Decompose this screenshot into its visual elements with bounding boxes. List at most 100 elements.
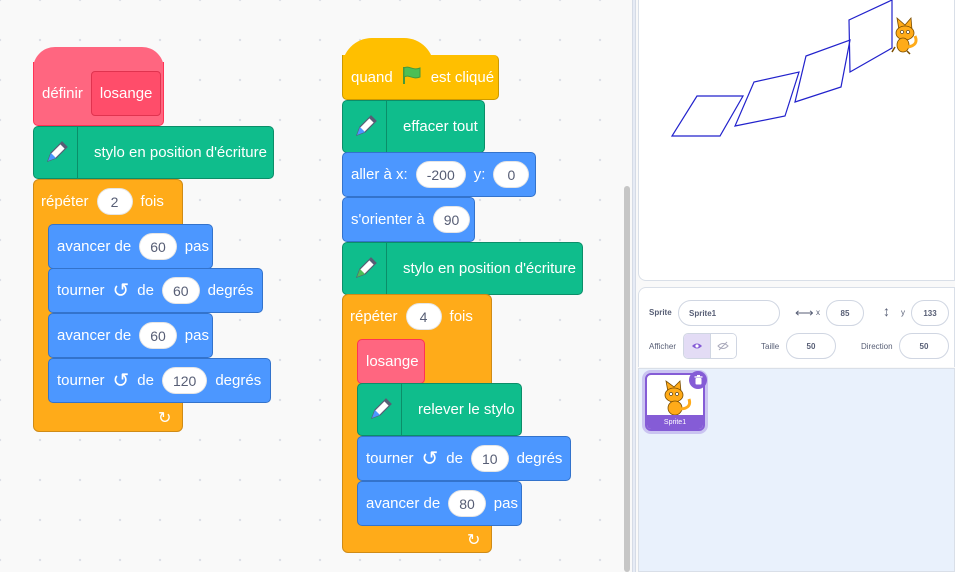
y-position-field[interactable]: 133: [911, 300, 949, 326]
horizontal-arrows-icon: ⟷: [795, 305, 814, 320]
move-unit: pas: [493, 495, 518, 512]
move-block[interactable]: avancer de 60 pas: [48, 224, 213, 269]
rotate-left-icon: ↺: [112, 370, 130, 392]
trash-icon: [694, 375, 702, 385]
turn-left-block[interactable]: tourner ↺ de 60 degrés: [48, 268, 263, 313]
point-direction-block[interactable]: s'orienter à 90: [342, 197, 475, 242]
point-direction-input[interactable]: 90: [432, 206, 471, 233]
move-unit: pas: [184, 327, 209, 344]
call-block-label: losange: [366, 353, 419, 370]
sprite-name-value: Sprite1: [689, 308, 717, 318]
move-label: avancer de: [57, 327, 132, 344]
goto-xy-block[interactable]: aller à x: -200 y: 0: [342, 152, 536, 197]
turn-unit: degrés: [215, 372, 262, 389]
move-steps-input[interactable]: 60: [139, 233, 177, 260]
when-label: quand: [351, 68, 393, 86]
code-area-scrollbar[interactable]: [624, 186, 630, 572]
when-suffix: est cliqué: [430, 68, 495, 86]
repeat-count-input[interactable]: 4: [405, 303, 442, 330]
x-position-field[interactable]: 85: [826, 300, 864, 326]
repeat-header-right: répéter 4 fois: [342, 294, 473, 339]
repeat-label: répéter: [350, 308, 398, 325]
clear-label: effacer tout: [403, 118, 478, 135]
sprite-info-panel: Sprite Sprite1 ⟷ x 85 ↕ y 133 Afficher T…: [638, 287, 955, 367]
when-flag-clicked-block[interactable]: quand est cliqué: [342, 55, 499, 100]
repeat-label: répéter: [41, 193, 89, 210]
turn-degrees-input[interactable]: 120: [161, 367, 208, 394]
pen-up-block[interactable]: relever le stylo: [357, 383, 522, 436]
define-block[interactable]: définir losange: [33, 62, 164, 126]
define-name-slot[interactable]: losange: [90, 71, 162, 116]
call-losange-block[interactable]: losange: [357, 339, 425, 384]
pen-icon: [343, 243, 387, 294]
direction-field[interactable]: 50: [899, 333, 949, 359]
vertical-arrows-icon: ↕: [883, 303, 890, 319]
visibility-toggle: [683, 333, 737, 359]
turn-label: tourner: [366, 450, 414, 467]
delete-sprite-button[interactable]: [689, 371, 707, 389]
move-label: avancer de: [57, 238, 132, 255]
turn-left-block[interactable]: tourner ↺ de 120 degrés: [48, 358, 271, 403]
show-label: Afficher: [649, 342, 676, 351]
pane-divider: [632, 0, 636, 572]
x-value: 85: [840, 308, 850, 318]
pen-down-block[interactable]: stylo en position d'écriture: [33, 126, 274, 179]
repeat-count-input[interactable]: 2: [96, 188, 133, 215]
pen-up-label: relever le stylo: [418, 401, 515, 418]
sprite-thumbnail[interactable]: Sprite1: [645, 373, 705, 431]
turn-unit: degrés: [516, 450, 563, 467]
move-block[interactable]: avancer de 80 pas: [357, 481, 522, 526]
size-value: 50: [806, 341, 816, 351]
sprite-name-field[interactable]: Sprite1: [678, 300, 780, 326]
turn-label: tourner: [57, 372, 105, 389]
goto-label: aller à x:: [351, 166, 408, 183]
turn-prep: de: [137, 282, 154, 299]
goto-y-label: y:: [473, 166, 486, 183]
move-unit: pas: [184, 238, 209, 255]
turn-prep: de: [446, 450, 463, 467]
move-steps-input[interactable]: 60: [139, 322, 177, 349]
turn-degrees-input[interactable]: 10: [470, 445, 509, 472]
goto-y-input[interactable]: 0: [493, 161, 530, 188]
move-steps-input[interactable]: 80: [448, 490, 486, 517]
move-label: avancer de: [366, 495, 441, 512]
sprite-list-pane: Sprite1: [638, 368, 955, 572]
hide-sprite-button[interactable]: [709, 334, 736, 358]
cat-thumbnail: [664, 380, 692, 416]
drawn-rhombus: [848, 0, 893, 74]
turn-prep: de: [137, 372, 154, 389]
show-sprite-button[interactable]: [684, 334, 710, 358]
clear-block[interactable]: effacer tout: [342, 100, 485, 153]
turn-label: tourner: [57, 282, 105, 299]
sprite-thumbnail-label: Sprite1: [647, 415, 703, 429]
drawn-rhombus: [670, 95, 745, 137]
drawn-rhombus: [733, 71, 800, 127]
size-field[interactable]: 50: [786, 333, 836, 359]
pen-icon: [343, 101, 387, 152]
green-flag-icon: [401, 65, 423, 89]
eye-slash-icon: [717, 341, 730, 351]
turn-left-block[interactable]: tourner ↺ de 10 degrés: [357, 436, 571, 481]
pen-down-label: stylo en position d'écriture: [94, 144, 267, 161]
pen-down-label: stylo en position d'écriture: [403, 260, 576, 277]
pen-drawing: [670, 0, 918, 137]
x-label: x: [816, 308, 820, 317]
code-area[interactable]: définir losange stylo en position d'écri…: [0, 0, 632, 572]
y-label: y: [901, 308, 905, 317]
eye-icon: [691, 343, 702, 349]
y-value: 133: [923, 308, 937, 318]
stage[interactable]: [638, 0, 955, 281]
rotate-left-icon: ↺: [112, 280, 130, 302]
rotate-left-icon: ↺: [421, 448, 439, 470]
direction-label: Direction: [861, 342, 893, 351]
turn-degrees-input[interactable]: 60: [161, 277, 200, 304]
move-block[interactable]: avancer de 60 pas: [48, 313, 213, 358]
pen-down-block[interactable]: stylo en position d'écriture: [342, 242, 583, 295]
pen-icon: [34, 127, 78, 178]
repeat-header-left: répéter 2 fois: [33, 179, 164, 224]
size-label: Taille: [761, 342, 780, 351]
sprite-label: Sprite: [649, 308, 672, 317]
goto-x-input[interactable]: -200: [415, 161, 466, 188]
cat-sprite: [891, 16, 918, 55]
define-name: losange: [99, 85, 153, 102]
